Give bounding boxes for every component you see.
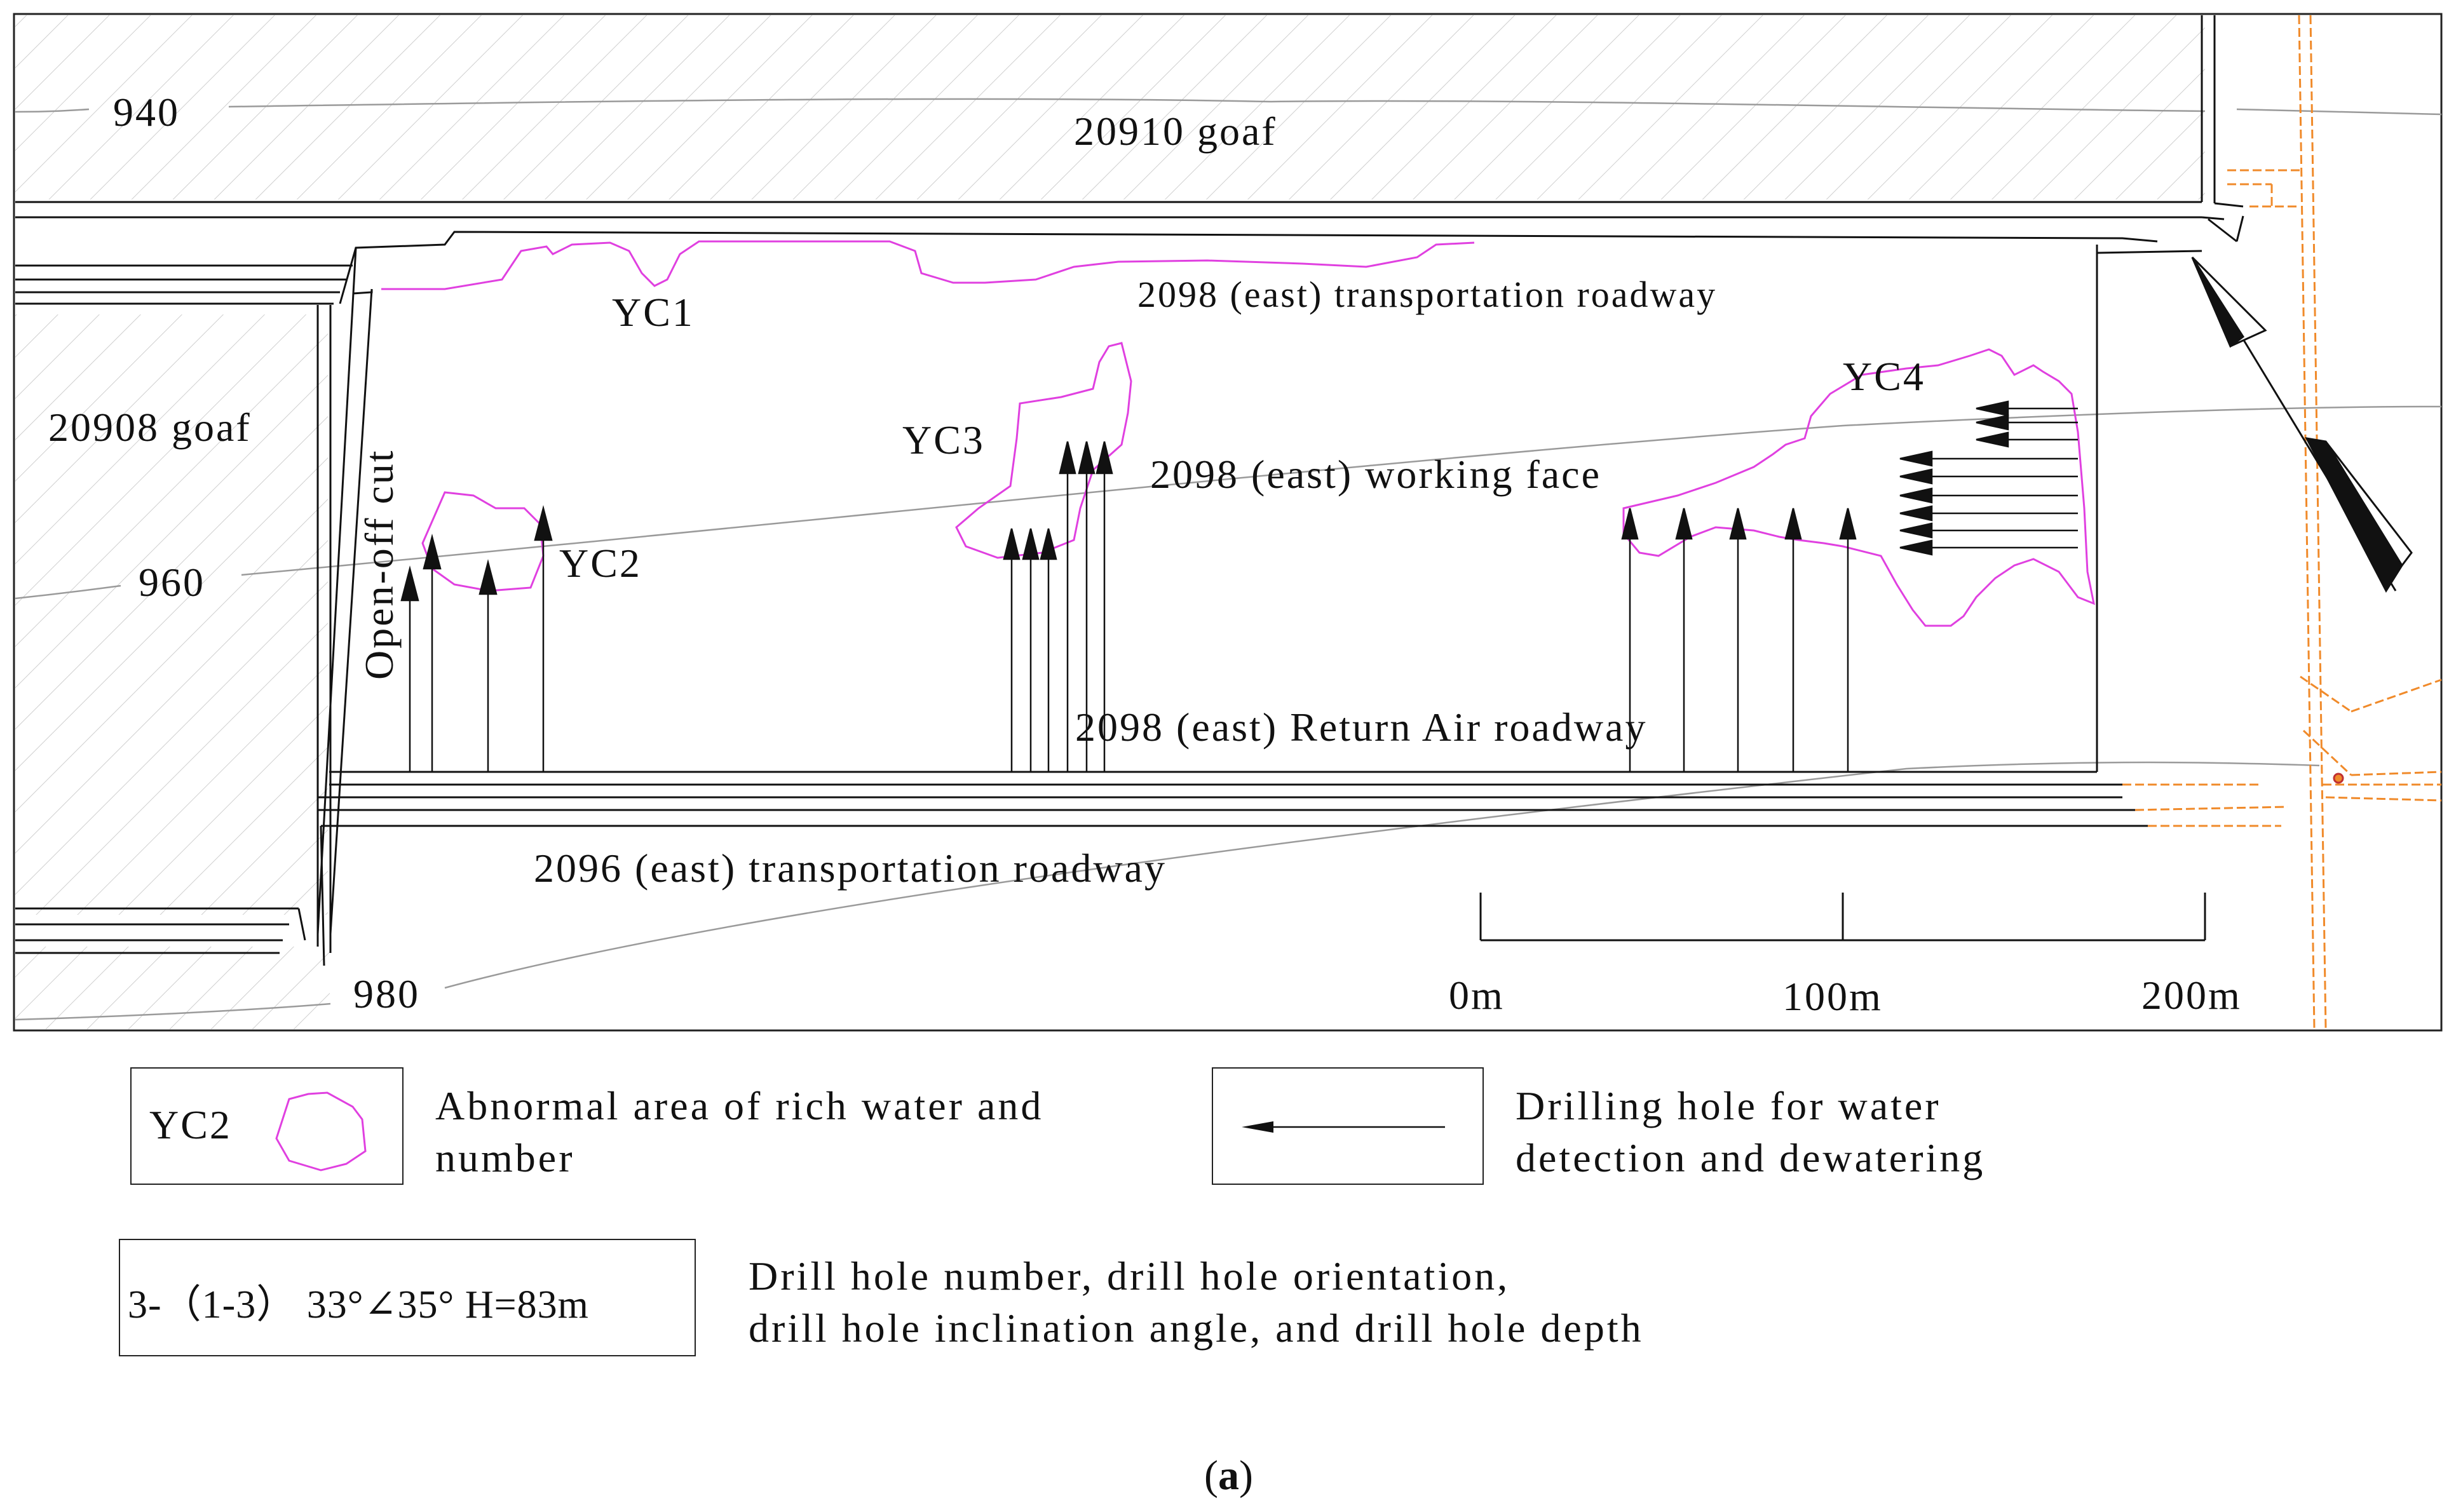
zone-yc2-label: YC2 (559, 541, 642, 586)
scale-tick-0-label: 0m (1449, 973, 1505, 1018)
transport-roadway-2096-label: 2096 (east) transportation roadway (534, 846, 1167, 891)
goaf-hatching (15, 15, 2205, 1029)
legend-zone-swatch (275, 1091, 367, 1171)
working-face-label: 2098 (east) working face (1150, 452, 1601, 497)
goaf-20908-label: 20908 goaf (48, 405, 252, 450)
legend-hole-desc: Drill hole number, drill hole orientatio… (749, 1253, 1644, 1351)
legend-zone-desc: Abnormal area of rich water and number (435, 1083, 1044, 1180)
zone-yc1-outline (381, 240, 1475, 290)
scale-tick-200-label: 200m (2141, 973, 2242, 1018)
zone-yc1-label: YC1 (612, 290, 695, 335)
north-arrow-icon (2191, 256, 2413, 593)
contour-940-label: 940 (113, 90, 180, 135)
transport-roadway-2098-label: 2098 (east) transportation roadway (1137, 274, 1718, 315)
boundary-lines (2122, 15, 2442, 1030)
legend-zone-sample-label: YC2 (149, 1102, 232, 1147)
legend-hole-code: 3-（1-3） 33°∠35° H=83m (128, 1283, 589, 1326)
contour-960-label: 960 (139, 560, 205, 605)
roadway-lines (15, 15, 2244, 966)
open-off-cut-label: Open-off cut (356, 449, 402, 680)
legend-drill-desc: Drilling hole for water detection and de… (1516, 1083, 1986, 1180)
drill-holes (400, 400, 2078, 772)
zone-yc3-label: YC3 (902, 417, 985, 462)
goaf-20910-label: 20910 goaf (1074, 109, 1277, 154)
contour-980-label: 980 (353, 971, 420, 1016)
contour-lines (15, 98, 2442, 1021)
junction-marker (2333, 773, 2344, 784)
scale-bar (1479, 893, 2206, 942)
zone-yc4-label: YC4 (1843, 354, 1925, 399)
return-air-roadway-label: 2098 (east) Return Air roadway (1075, 705, 1648, 750)
legend-drill-swatch (1242, 1121, 1445, 1133)
legend-zone-box: YC2 (130, 1067, 404, 1185)
scale-tick-100-label: 100m (1782, 974, 1883, 1019)
legend-hole-box: 3-（1-3） 33°∠35° H=83m (119, 1239, 696, 1356)
legend-drill-box (1212, 1067, 1484, 1185)
figure-caption: (a) (1204, 1452, 1253, 1499)
